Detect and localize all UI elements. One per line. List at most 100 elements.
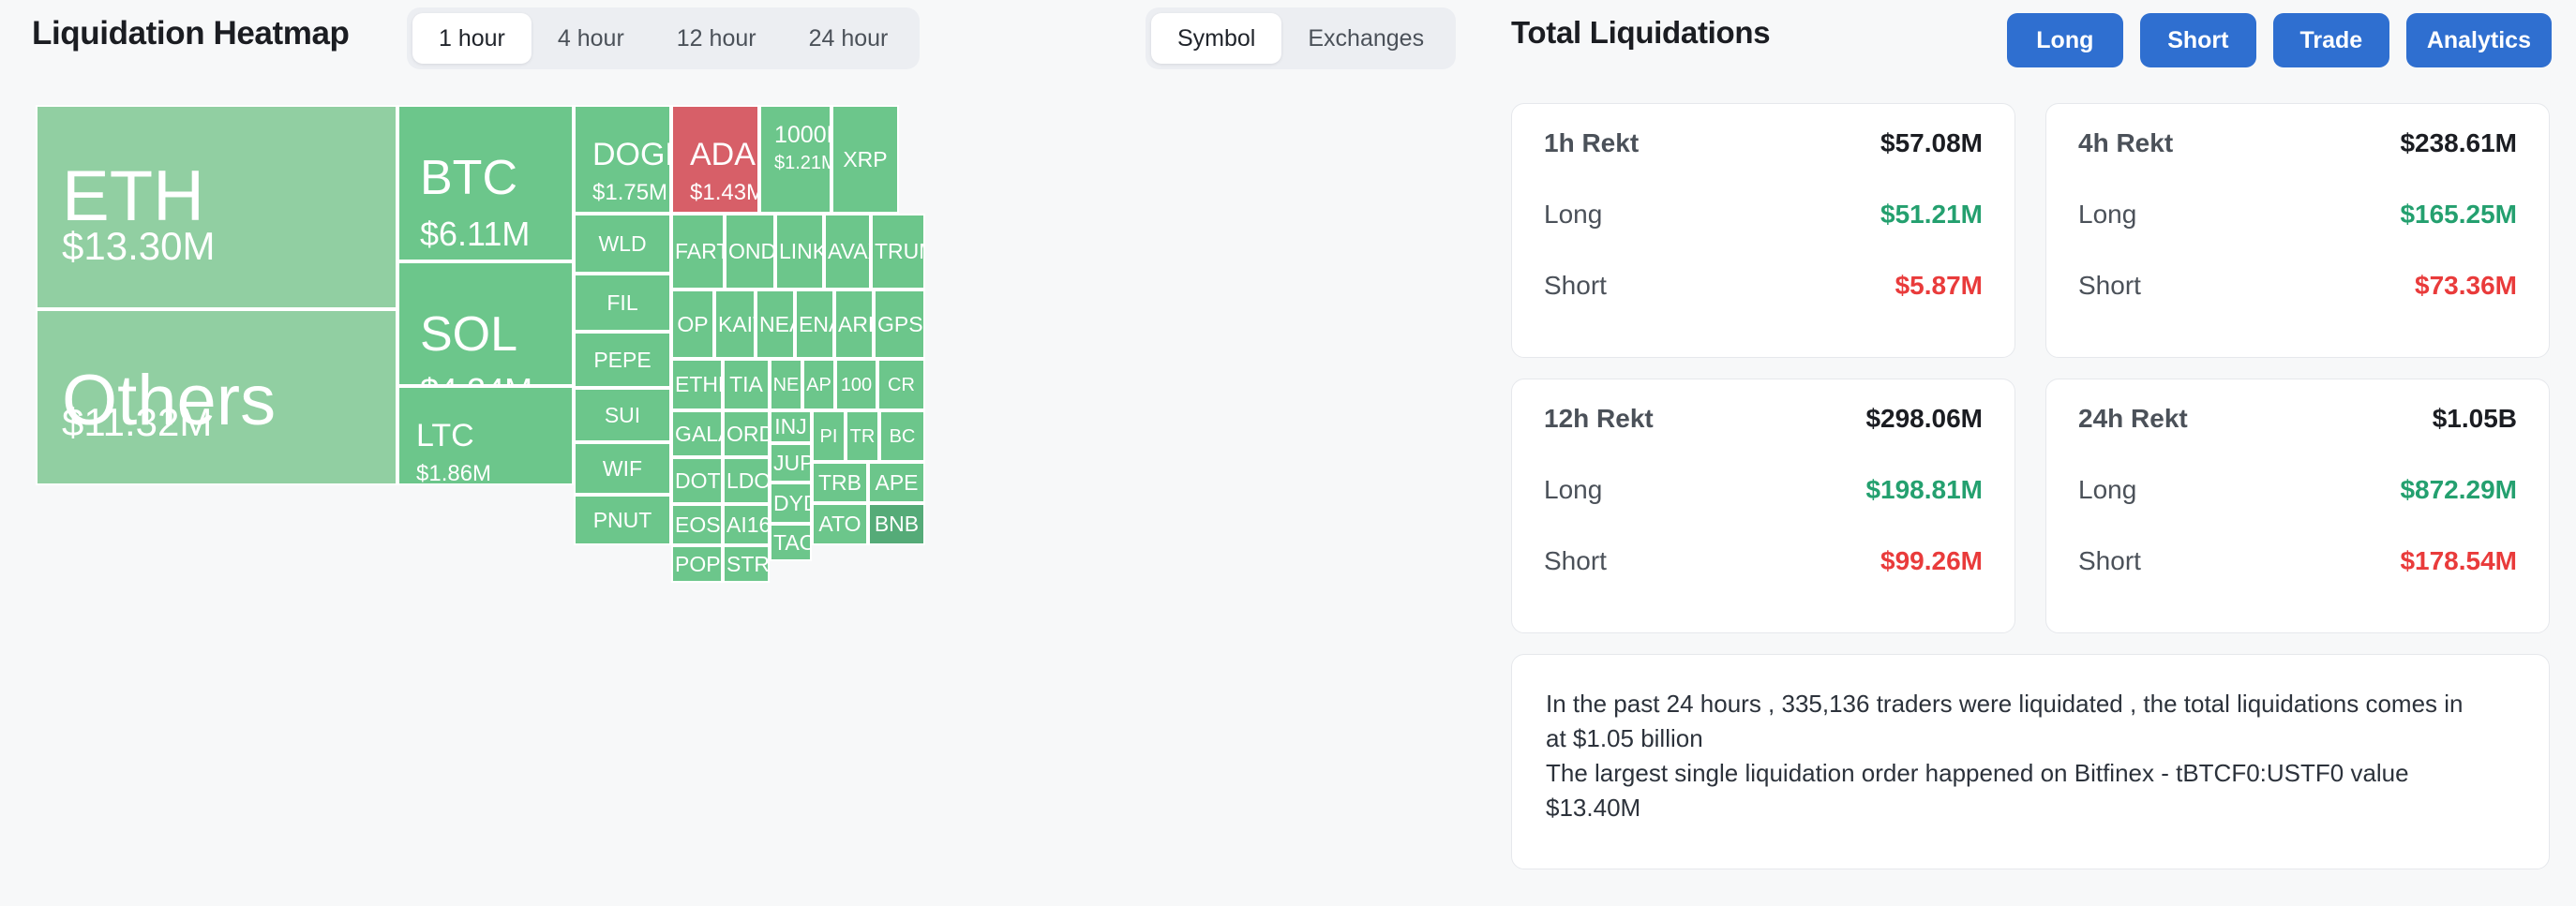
treemap-tile-trb[interactable]: TRB xyxy=(812,462,868,503)
treemap-tile-jup[interactable]: JUP xyxy=(770,443,812,483)
treemap-tile-ai16z[interactable]: AI16Z xyxy=(723,504,770,545)
treemap-tile-fartc[interactable]: FARTC xyxy=(671,214,725,290)
treemap-tile-avax[interactable]: AVAX xyxy=(824,214,871,290)
treemap-tile-pepe[interactable]: PEPE xyxy=(574,332,671,388)
treemap-tile-dydx[interactable]: DYDX xyxy=(770,483,812,524)
treemap-tile-ne[interactable]: NE xyxy=(770,359,802,410)
stat-short-label: Short xyxy=(1544,546,1607,575)
treemap-tile-arb[interactable]: ARB xyxy=(834,290,874,359)
treemap-tile-ada[interactable]: ADA $1.43M xyxy=(671,105,759,214)
tile-value: $1.75M xyxy=(592,182,668,204)
treemap-tile-tia[interactable]: TIA xyxy=(723,359,770,410)
tile-symbol: TR xyxy=(849,426,876,446)
stat-short-value: $5.87M xyxy=(1895,271,1983,300)
treemap-tile-others[interactable]: Others $11.32M xyxy=(36,309,397,485)
treemap-tile-ape[interactable]: APE xyxy=(868,462,925,503)
treemap-tile-dot[interactable]: DOT xyxy=(671,457,723,504)
treemap-tile-op[interactable]: OP xyxy=(671,290,714,359)
tile-value: $6.11M xyxy=(420,217,531,251)
summary-line-4: $13.40M xyxy=(1546,793,1641,822)
tile-symbol: ONDO xyxy=(728,241,773,262)
treemap-tile-100[interactable]: 100 xyxy=(835,359,877,410)
treemap-tile-ena[interactable]: ENA xyxy=(795,290,834,359)
treemap-tile-tao[interactable]: TAO xyxy=(770,524,812,561)
treemap-tile-gps[interactable]: GPS xyxy=(874,290,925,359)
timeframe-tab-12-hour[interactable]: 12 hour xyxy=(676,24,756,52)
treemap-tile-eth[interactable]: ETH $13.30M xyxy=(36,105,397,309)
short-button[interactable]: Short xyxy=(2139,13,2256,67)
tile-symbol: Others xyxy=(62,365,277,437)
treemap-tile-ato[interactable]: ATO xyxy=(812,503,868,545)
stat-card-1h: 1h Rekt $57.08M Long $51.21M Short $5.87… xyxy=(1511,103,2015,358)
stat-short-value: $73.36M xyxy=(2415,271,2517,300)
treemap-tile-bnb[interactable]: BNB xyxy=(868,503,925,545)
tile-symbol: EOS xyxy=(675,513,721,536)
treemap-tile-eos[interactable]: EOS xyxy=(671,504,723,545)
trade-button[interactable]: Trade xyxy=(2272,13,2389,67)
treemap-tile-bc[interactable]: BC xyxy=(879,410,925,462)
summary-line-1: In the past 24 hours , 335,136 traders w… xyxy=(1546,690,2464,718)
tile-symbol: DYDX xyxy=(773,492,810,514)
tile-value: $11.32M xyxy=(62,403,213,442)
stat-long-row: Long $165.25M xyxy=(2078,200,2517,230)
treemap-tile-ondo[interactable]: ONDO xyxy=(725,214,775,290)
treemap-tile-ethfi[interactable]: ETHFI xyxy=(671,359,723,410)
stat-short-value: $99.26M xyxy=(1880,546,1983,575)
grouping-tab-exchanges[interactable]: Exchanges xyxy=(1308,24,1425,52)
tile-symbol: AP xyxy=(806,375,831,394)
treemap-tile-pnut[interactable]: PNUT xyxy=(574,495,671,545)
analytics-button[interactable]: Analytics xyxy=(2405,13,2552,67)
treemap-tile-wld[interactable]: WLD xyxy=(574,214,671,274)
tile-symbol: STRK xyxy=(726,553,768,575)
treemap-tile-1000pepe[interactable]: 1000PEPE $1.21M xyxy=(759,105,831,214)
treemap-tile-btc[interactable]: BTC $6.11M xyxy=(397,105,574,261)
stat-long-label: Long xyxy=(1544,475,1603,504)
timeframe-tab-1-hour[interactable]: 1 hour xyxy=(412,13,532,64)
stat-total-row: 24h Rekt $1.05B xyxy=(2078,404,2517,434)
treemap-tile-ltc[interactable]: LTC $1.86M xyxy=(397,386,574,485)
stat-title: 24h Rekt xyxy=(2078,404,2188,433)
timeframe-tab-24-hour[interactable]: 24 hour xyxy=(808,24,889,52)
tile-symbol: FIL xyxy=(607,291,638,314)
tile-symbol: NEA xyxy=(759,313,793,335)
treemap-viewport: ETH $13.30M Others $11.32M BTC $6.11M SO… xyxy=(36,105,1496,766)
treemap-tile-sui[interactable]: SUI xyxy=(574,388,671,442)
stat-total: $238.61M xyxy=(2400,128,2517,157)
tile-symbol: PI xyxy=(819,426,838,446)
tile-symbol: NE xyxy=(772,375,800,394)
grouping-tab-symbol[interactable]: Symbol xyxy=(1151,13,1282,64)
long-button[interactable]: Long xyxy=(2006,13,2123,67)
tile-value: $1.21M xyxy=(774,154,830,172)
stat-short-row: Short $73.36M xyxy=(2078,271,2517,301)
treemap-tile-trum[interactable]: TRUM xyxy=(871,214,925,290)
treemap-tile-nea[interactable]: NEA xyxy=(756,290,795,359)
tile-symbol: DOT xyxy=(675,469,721,492)
treemap-tile-pi[interactable]: PI xyxy=(812,410,846,462)
treemap-tile-tr[interactable]: TR xyxy=(846,410,879,462)
timeframe-tab-4-hour[interactable]: 4 hour xyxy=(557,24,624,52)
tile-symbol: LTC xyxy=(416,420,474,452)
stat-long-row: Long $872.29M xyxy=(2078,475,2517,505)
treemap-tile-ldo[interactable]: LDO xyxy=(723,457,770,504)
treemap-tile-sol[interactable]: SOL $4.24M xyxy=(397,261,574,386)
treemap-tile-link[interactable]: LINK xyxy=(775,214,824,290)
stat-long-row: Long $51.21M xyxy=(1544,200,1983,230)
treemap-tile-wif[interactable]: WIF xyxy=(574,442,671,495)
treemap-tile-gala[interactable]: GALA xyxy=(671,410,723,457)
treemap-tile-doge[interactable]: DOGE $1.75M xyxy=(574,105,671,214)
treemap-tile-xrp[interactable]: XRP xyxy=(831,105,899,214)
treemap-tile-kait[interactable]: KAIT xyxy=(714,290,756,359)
treemap-tile-inj[interactable]: INJ xyxy=(770,410,812,443)
tile-symbol: XRP xyxy=(843,148,888,171)
timeframe-toggle-group[interactable]: 1 hour 4 hour 12 hour 24 hour xyxy=(407,7,921,69)
treemap-tile-ap[interactable]: AP xyxy=(802,359,835,410)
tile-symbol: TRB xyxy=(818,471,861,494)
treemap-tile-fil[interactable]: FIL xyxy=(574,274,671,332)
tile-symbol: BC xyxy=(889,426,916,446)
treemap-tile-popcat[interactable]: POPCAT xyxy=(671,545,723,583)
treemap-tile-strk[interactable]: STRK xyxy=(723,545,770,583)
grouping-toggle-group[interactable]: Symbol Exchanges xyxy=(1146,7,1457,69)
treemap-tile-cr[interactable]: CR xyxy=(877,359,925,410)
treemap-tile-ordi[interactable]: ORDI xyxy=(723,410,770,457)
